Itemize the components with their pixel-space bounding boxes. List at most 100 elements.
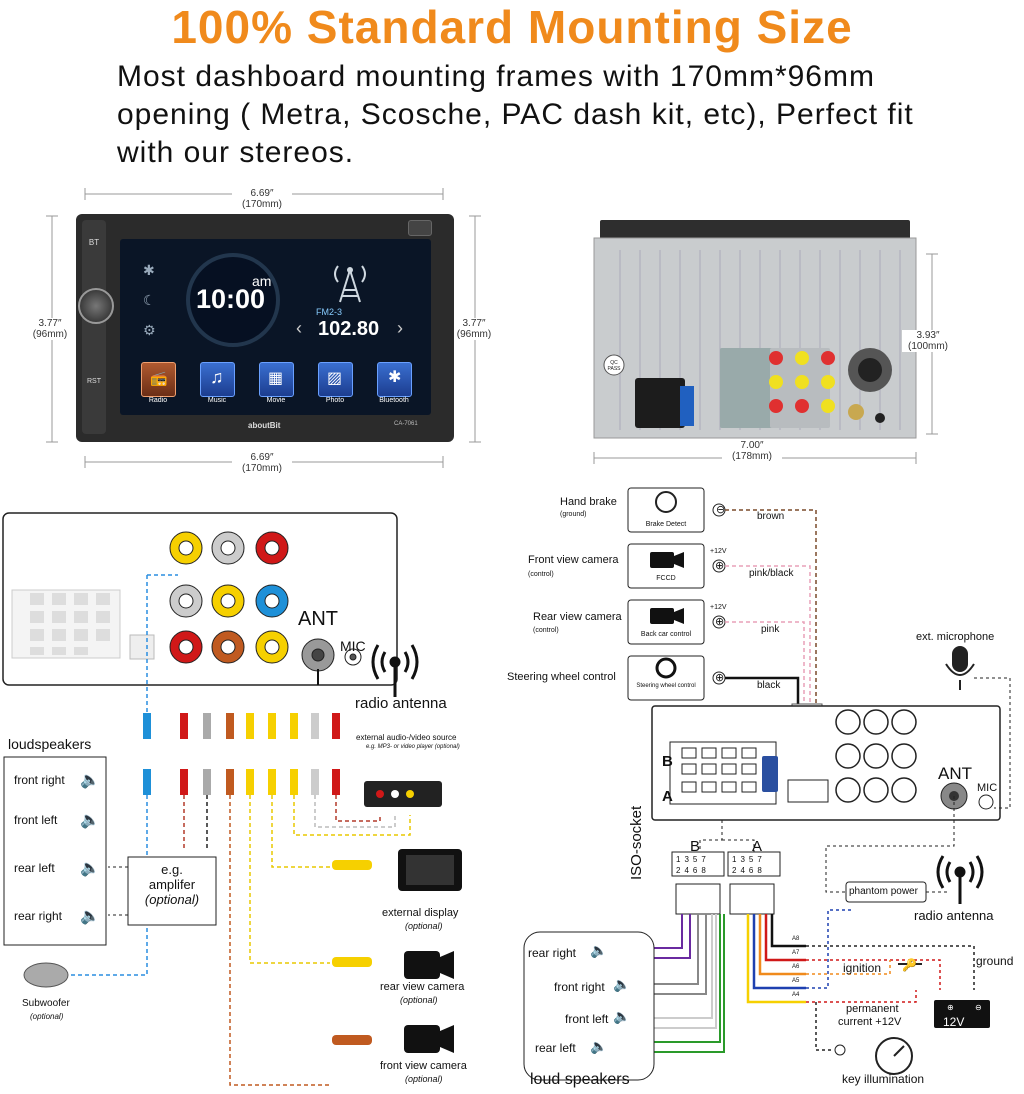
iso-block-b-label: B xyxy=(690,838,701,855)
moon-icon[interactable]: ☾ xyxy=(143,292,156,308)
right-ant-label: ANT xyxy=(938,764,972,783)
front-view-camera-sub: (control) xyxy=(528,571,554,578)
usb-slot-icon xyxy=(408,220,432,236)
gear-icon[interactable]: ⚙ xyxy=(143,322,156,338)
subwoofer-label: Subwoofer xyxy=(22,998,70,1009)
movie-app-icon[interactable] xyxy=(259,362,294,397)
wire-brown-label: brown xyxy=(757,511,785,522)
key-illumination-label: key illumination xyxy=(842,1072,925,1086)
row-b-label: B xyxy=(662,753,673,770)
back-width: 7.00″(178mm) xyxy=(722,440,782,462)
av-source-sub: e.g. MP3- or video player (optional) xyxy=(366,744,460,750)
pin-a7: A7 xyxy=(792,950,800,956)
back-car-control-box: Back car control xyxy=(640,631,692,638)
front-view-camera-label: Front view camera xyxy=(528,554,619,566)
ext-microphone-label: ext. microphone xyxy=(916,631,995,643)
rear-cam-volt: +12V xyxy=(710,604,727,611)
speaker-rear-left-r: rear left xyxy=(535,1041,576,1055)
pins-a-bottom: 2468 xyxy=(732,866,766,875)
row-a-label: A xyxy=(662,788,673,805)
loudspeakers-title: loudspeakers xyxy=(8,736,92,752)
plus-sign-icon: ⊕ xyxy=(715,560,725,572)
bluetooth-glyph-icon: ✱ xyxy=(388,369,402,386)
side-button-column xyxy=(82,220,106,434)
prev-station-icon[interactable]: ‹ xyxy=(296,318,302,338)
speaker-icon: 🔈 xyxy=(613,976,631,992)
wire-pink-black-label: pink/black xyxy=(749,568,794,579)
app-label-radio: Radio xyxy=(148,397,168,404)
pin-a8: A8 xyxy=(792,936,800,942)
rear-view-camera-sub: (control) xyxy=(533,627,559,634)
speaker-icon: 🔈 xyxy=(590,1038,608,1054)
pins-b-bottom: 2468 xyxy=(676,866,710,875)
right-wiring-diagram: ⊕⊖ xyxy=(523,487,1011,1081)
speaker-front-right-r: front right xyxy=(554,980,605,994)
permanent-current-label: current +12V xyxy=(838,1016,902,1028)
key-icon: 🔑 xyxy=(902,958,917,972)
wire-pink-label: pink xyxy=(761,624,780,635)
amplifier-box: e.g. amplifer (optional) xyxy=(144,862,200,907)
steering-wheel-label: Steering wheel control xyxy=(507,671,616,683)
volume-knob[interactable] xyxy=(78,288,114,324)
music-note-icon: ♫ xyxy=(210,367,224,387)
app-label-movie: Movie xyxy=(266,397,286,404)
svg-text:⊕: ⊕ xyxy=(947,1003,954,1012)
front-width-top: 6.69″(170mm) xyxy=(232,188,292,210)
av-source-label: external audio-/video source xyxy=(356,733,457,742)
right-radio-antenna-label: radio antenna xyxy=(914,908,994,923)
speaker-icon: 🔈 xyxy=(80,812,100,829)
front-height-right: 3.77″(96mm) xyxy=(448,318,500,340)
rst-button-label: RST xyxy=(87,378,101,385)
front-width-bottom: 6.69″(170mm) xyxy=(232,452,292,474)
pins-a-top: 1357 xyxy=(732,855,766,864)
plus-sign-icon: ⊕ xyxy=(715,616,725,628)
speaker-icon: 🔈 xyxy=(613,1008,631,1024)
pin-a4: A4 xyxy=(792,992,800,998)
page-subtitle: Most dashboard mounting frames with 170m… xyxy=(117,60,914,169)
radio-app-icon[interactable] xyxy=(141,362,176,397)
speaker-front-right: front right xyxy=(14,773,65,787)
bt-button-label: BT xyxy=(88,238,100,247)
music-app-icon[interactable] xyxy=(200,362,235,397)
app-label-music: Music xyxy=(207,397,227,404)
hand-brake-sub: (ground) xyxy=(560,511,587,518)
plus-sign-icon: ⊕ xyxy=(715,672,725,684)
bluetooth-app-icon[interactable] xyxy=(377,362,412,397)
photo-app-icon[interactable] xyxy=(318,362,353,397)
left-wiring-diagram xyxy=(2,512,462,1086)
radio-tower-icon xyxy=(334,265,366,303)
clock-ampm: am xyxy=(252,273,272,289)
permanent-label: permanent xyxy=(846,1003,899,1015)
model-label: CA-7061 xyxy=(394,421,418,427)
brand-label: aboutBit xyxy=(248,421,281,430)
speaker-front-left-r: front left xyxy=(565,1012,609,1026)
bluetooth-icon[interactable]: ✱ xyxy=(143,262,155,278)
speaker-front-left: front left xyxy=(14,813,58,827)
right-mic-label: MIC xyxy=(977,782,998,794)
front-cam-volt: +12V xyxy=(710,548,727,555)
front-camera-optional: (optional) xyxy=(405,1074,443,1084)
rear-view-camera-label: Rear view camera xyxy=(533,611,622,623)
radio-band: FM2-3 xyxy=(316,307,343,317)
rear-camera-optional: (optional) xyxy=(400,995,438,1005)
phantom-power-label: phantom power xyxy=(849,886,918,897)
radio-glyph-icon: 📻 xyxy=(150,370,168,386)
left-radio-antenna-label: radio antenna xyxy=(355,695,447,712)
qc-pass-label: QC PASS xyxy=(607,360,621,372)
iso-socket-label: ISO-socket xyxy=(628,805,645,880)
back-view-unit xyxy=(593,220,938,464)
speaker-icon: 🔈 xyxy=(80,772,100,789)
external-display-optional: (optional) xyxy=(405,921,443,931)
iso-block-a-label: A xyxy=(752,838,763,855)
app-label-bluetooth: Bluetooth xyxy=(379,397,409,404)
left-mic-label: MIC xyxy=(340,638,366,654)
speaker-rear-right-r: rear right xyxy=(528,946,577,960)
speaker-icon: 🔈 xyxy=(80,860,100,877)
next-station-icon[interactable]: › xyxy=(397,318,403,338)
rear-camera-label: rear view camera xyxy=(380,981,465,993)
page-title: 100% Standard Mounting Size xyxy=(171,1,853,53)
svg-text:⊖: ⊖ xyxy=(975,1003,982,1012)
subwoofer-optional: (optional) xyxy=(30,1012,64,1021)
battery-label: 12V xyxy=(943,1015,965,1029)
wire-black-label: black xyxy=(757,680,781,691)
